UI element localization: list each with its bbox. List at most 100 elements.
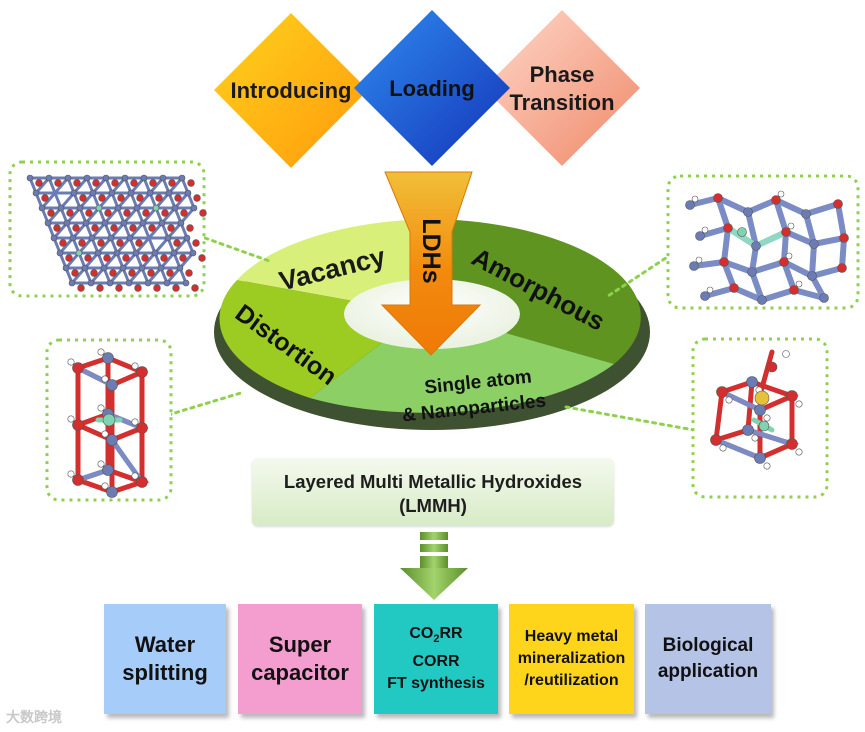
ring-segment-vacancy	[237, 219, 432, 301]
cube-atom	[72, 419, 84, 431]
metal-atom	[159, 174, 167, 182]
hydrogen-atom	[67, 415, 75, 423]
ft-label: FT synthesis	[387, 674, 485, 692]
oxygen-atom	[134, 284, 142, 292]
oxygen-atom	[186, 224, 194, 232]
oxygen-atom	[185, 269, 193, 277]
lattice-bond	[103, 206, 120, 225]
cluster-atom	[716, 386, 728, 398]
oxygen-atom	[73, 179, 81, 187]
ldhs-arrow: LDHs	[380, 171, 482, 356]
network-atom	[789, 285, 799, 295]
metal-atom	[176, 264, 184, 272]
super-line2: capacitor	[251, 660, 349, 685]
metal-atom	[140, 174, 148, 182]
metal-atom	[165, 189, 173, 197]
ldhs-label: LDHs	[417, 218, 445, 283]
inset-amorphous-structure	[666, 174, 860, 310]
metal-atom	[163, 279, 171, 287]
metal-atom	[114, 204, 122, 212]
metal-atom	[75, 249, 83, 257]
lattice-bond	[58, 236, 75, 255]
metal-atom	[88, 234, 96, 242]
metal-atom	[87, 279, 95, 287]
metal-atom	[45, 174, 53, 182]
oxygen-atom	[91, 224, 99, 232]
oxygen-atom	[78, 239, 86, 247]
oxygen-atom	[111, 179, 119, 187]
hydrogen-atom	[763, 414, 771, 422]
oxygen-atom	[193, 194, 201, 202]
oxygen-atom	[199, 209, 207, 217]
lattice-bond	[116, 191, 133, 210]
strategy-introducing: Introducing	[214, 13, 368, 168]
metal-atom	[70, 189, 78, 197]
down-arrow	[400, 532, 468, 600]
ring-segment-single-atom	[310, 333, 614, 413]
down-arrow-shaft-1	[420, 532, 448, 540]
oxygen-atom	[97, 239, 105, 247]
lattice-bond	[140, 251, 157, 270]
metal-atom	[62, 264, 70, 272]
co2-suffix: RR	[439, 625, 463, 643]
hydrogen-atom	[795, 448, 803, 456]
lattice-bond	[134, 236, 151, 255]
sulfur-atom	[754, 390, 770, 406]
oxygen-atom	[96, 284, 104, 292]
network-atom	[713, 193, 723, 203]
oxygen-atom	[198, 254, 206, 262]
oxygen-atom	[142, 209, 150, 217]
lattice-bond	[108, 266, 125, 285]
inset-vacancy-structure	[8, 160, 207, 298]
metal-atom	[151, 249, 159, 257]
lattice-bond	[96, 236, 113, 255]
oxygen-atom	[104, 209, 112, 217]
lattice-bond	[121, 251, 138, 270]
metal-atom	[57, 204, 65, 212]
vacancy-lattice	[26, 174, 207, 292]
metal-atom	[138, 264, 146, 272]
ring-segment-distortion	[219, 280, 383, 398]
network-atom	[747, 267, 757, 277]
hydrogen-atom	[131, 472, 139, 480]
cluster-atom	[754, 404, 766, 416]
metal-atom	[63, 219, 71, 227]
hydrogen-atom	[97, 460, 105, 468]
lattice-bond	[78, 191, 95, 210]
oxygen-atom	[149, 179, 157, 187]
oxygen-atom	[141, 254, 149, 262]
lattice-bond	[159, 251, 176, 270]
network-atom	[757, 295, 767, 305]
down-arrow-head	[400, 568, 468, 600]
metal-atom	[50, 234, 58, 242]
network-atom	[743, 207, 753, 217]
cube-atom	[102, 464, 114, 476]
hydrogen-atom	[719, 444, 727, 452]
network-atom	[839, 233, 849, 243]
oxygen-atom	[84, 254, 92, 262]
network-atom	[809, 239, 819, 249]
connector-single-atom	[564, 405, 696, 432]
metal-atom	[144, 279, 152, 287]
metal-atom	[38, 204, 46, 212]
metal-atom	[171, 204, 179, 212]
application-supercapacitor: Super capacitor	[238, 604, 362, 714]
metal-atom	[120, 219, 128, 227]
metal-atom	[81, 264, 89, 272]
connector-distortion	[166, 390, 246, 417]
hydrogen-atom	[67, 470, 75, 478]
metal-atom	[64, 174, 72, 182]
metal-atom	[89, 189, 97, 197]
lattice-bond	[71, 221, 88, 240]
lattice-bond	[84, 206, 101, 225]
lattice-bond	[102, 251, 119, 270]
bio-line2: application	[657, 661, 759, 682]
application-water-splitting: Water splitting	[104, 604, 226, 714]
network-atom	[685, 200, 695, 210]
network-atom	[781, 227, 791, 237]
oxygen-atom	[180, 209, 188, 217]
metal-atom	[178, 174, 186, 182]
hydrogen-atom	[787, 222, 795, 230]
oxygen-atom	[167, 224, 175, 232]
oxygen-atom	[110, 224, 118, 232]
